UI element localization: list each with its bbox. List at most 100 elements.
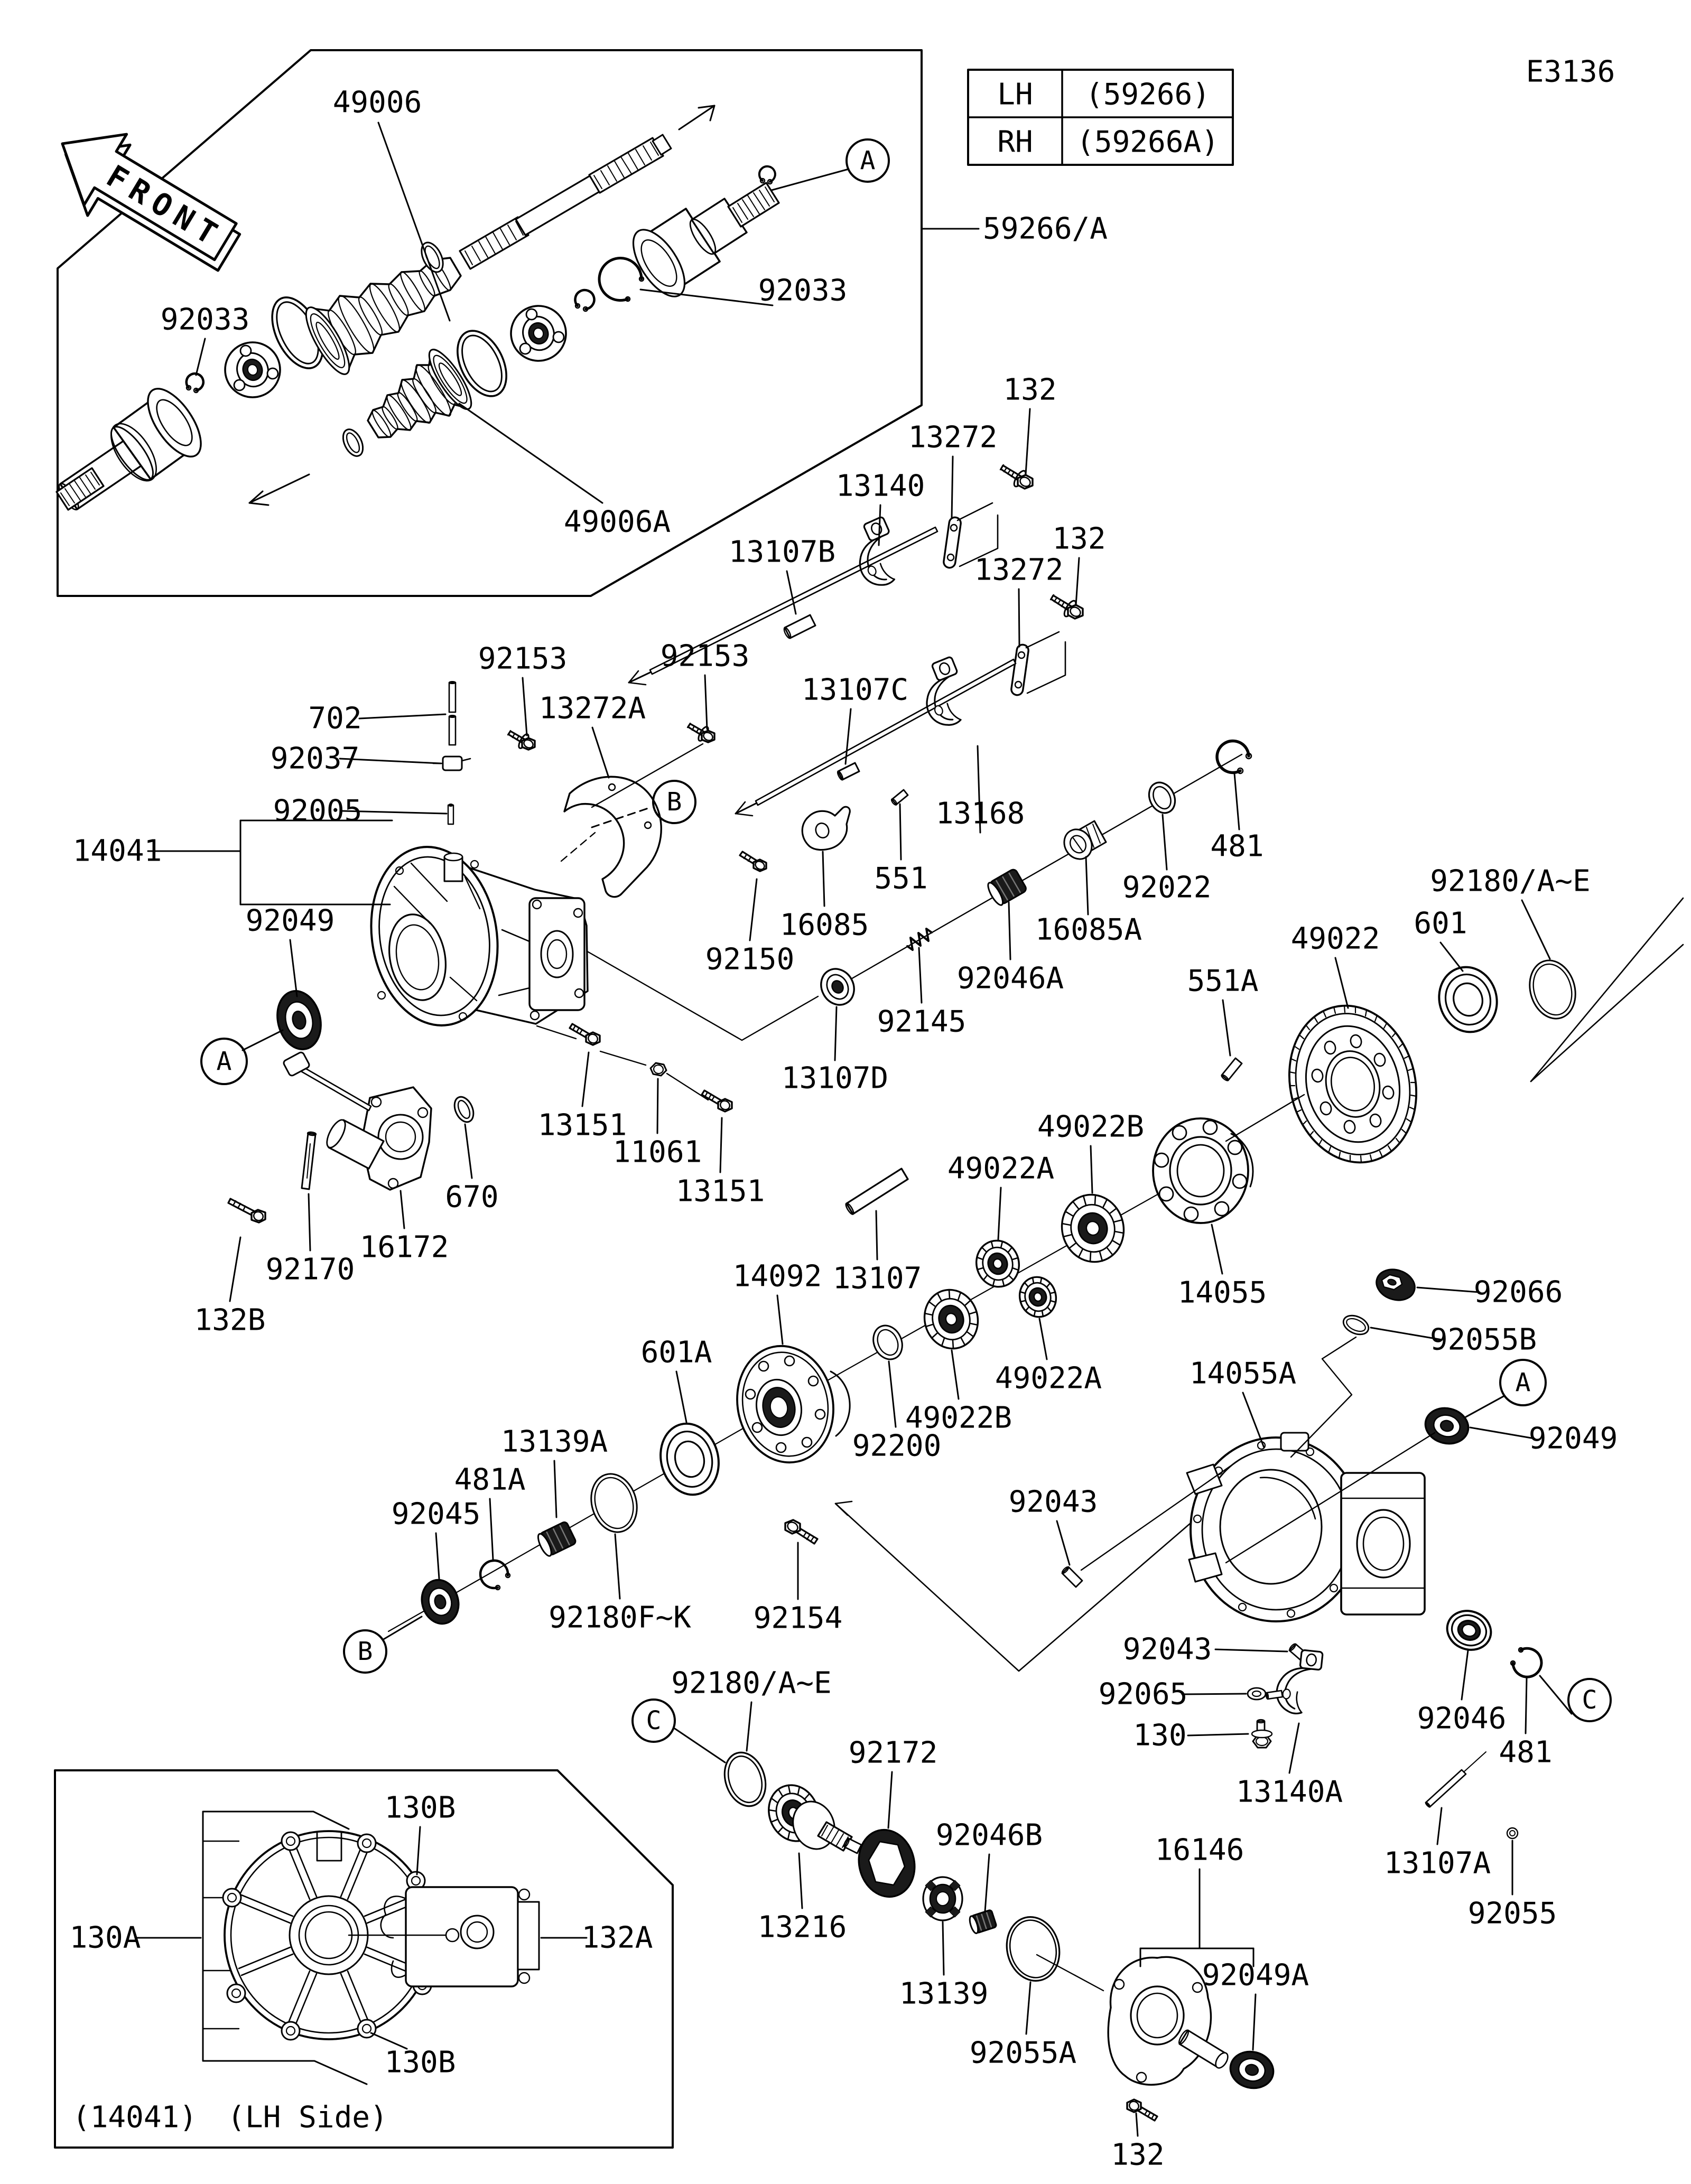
part-label-49022a: 49022A [995,1361,1102,1396]
ref-circle-letter-a: A [217,1047,232,1076]
part-label-92172: 92172 [849,1736,938,1770]
part-label-92043: 92043 [1009,1485,1098,1519]
part-label-92066: 92066 [1474,1275,1563,1310]
part-label-16085a: 16085A [1035,913,1142,947]
part-label-14055a: 14055A [1190,1357,1296,1391]
part-label-92005: 92005 [273,794,363,828]
shift-linkage [584,464,1252,1081]
part-label-13107a: 13107A [1384,1846,1491,1881]
part-label-13107: 13107 [833,1262,922,1296]
part-label-92045: 92045 [392,1497,481,1532]
part-label-130: 130 [1133,1719,1186,1753]
part-labels-layer: 49006920339203349006A13107B1314013272132… [70,86,1618,2172]
ref-circle-b [652,780,696,824]
part-label-92055: 92055 [1468,1897,1557,1931]
part-label-49022: 49022 [1291,922,1380,956]
ref-circle-a [1499,1359,1547,1406]
part-label-92153: 92153 [661,639,750,674]
part-label-130b: 130B [385,1791,456,1825]
part-label-92153: 92153 [478,642,568,676]
ref-circle-letter-a: A [1516,1368,1531,1397]
drawing-code: E3136 [1526,55,1615,89]
part-label-11061: 11061 [613,1135,702,1170]
part-label-92055a: 92055A [970,2036,1076,2070]
part-label-13151: 13151 [538,1108,627,1143]
part-label-13139: 13139 [899,1977,989,2011]
rear-housing-14055A [1061,1268,1543,1840]
actuator-16172 [227,1023,733,1224]
part-label-481: 481 [1210,829,1263,864]
ref-circle-a [846,138,890,183]
part-label-92046a: 92046A [957,962,1064,996]
part-label-132a: 132A [582,1921,653,1955]
part-label-13107d: 13107D [782,1061,888,1096]
ring-gear-cluster [387,897,1684,1632]
part-label-132: 132 [1111,2138,1164,2172]
part-label-16146: 16146 [1155,1833,1244,1868]
part-label-49022b: 49022B [905,1401,1012,1435]
lh-side-inset [54,1769,674,2149]
leader-lines [135,122,1573,2137]
part-label-13272a: 13272A [539,692,646,726]
output-hub-cluster [421,1345,1233,1672]
part-label-13107b: 13107B [729,535,835,570]
inset-caption-note: (LH Side) [227,2101,387,2135]
part-label-92180ae: 92180/A~E [1430,864,1590,899]
part-label-13140a: 13140A [1236,1775,1343,1809]
part-label-49022a: 49022A [947,1152,1054,1186]
part-label-14055: 14055 [1178,1276,1267,1310]
ref-circle-letter-a: A [860,146,876,175]
part-label-92046: 92046 [1417,1702,1507,1736]
part-label-92150: 92150 [705,942,795,977]
part-label-92046b: 92046B [936,1818,1043,1853]
part-label-13107c: 13107C [802,673,908,707]
part-label-92033: 92033 [161,303,250,337]
drive-shaft-inset-box [57,49,923,597]
part-label-49006a: 49006A [564,505,671,539]
part-label-551: 551 [874,862,927,896]
part-label-14041: 14041 [73,834,162,869]
ref-circle-letter-c: C [646,1706,662,1735]
inset-caption-part: (14041) [72,2101,197,2135]
part-label-92145: 92145 [877,1005,967,1039]
ref-circle-b [343,1629,387,1674]
part-label-49022b: 49022B [1037,1110,1144,1144]
part-label-92049: 92049 [1529,1422,1618,1456]
part-label-132: 132 [1003,373,1056,407]
drive-shaft-assembly [55,105,780,511]
part-label-92055b: 92055B [1430,1323,1537,1357]
part-label-670: 670 [445,1180,498,1215]
part-label-92154: 92154 [754,1601,843,1636]
part-label-132b: 132B [194,1303,266,1338]
part-label-92033: 92033 [758,274,848,308]
ref-circle-c [631,1698,676,1743]
part-label-130b: 130B [385,2046,456,2080]
housing-14041 [370,680,589,1026]
part-label-481a: 481A [454,1463,526,1497]
part-label-130a: 130A [70,1921,141,1955]
table-cell-rh: RH [997,125,1033,160]
guard-plate [507,722,716,898]
part-label-601a: 601A [641,1336,712,1370]
part-label-92180fk: 92180F~K [549,1601,691,1635]
part-label-13168: 13168 [936,797,1025,831]
ref-circle-letter-b: B [667,787,682,817]
part-label-481: 481 [1499,1735,1552,1770]
part-label-14092: 14092 [733,1259,822,1294]
part-label-13140: 13140 [836,469,925,503]
part-label-16172: 16172 [360,1230,449,1265]
part-label-92065: 92065 [1099,1677,1188,1712]
ref-circle-letter-b: B [358,1637,373,1666]
part-label-551a: 551A [1187,964,1259,998]
table-cell-lh: LH [997,78,1033,112]
variant-table: LH(59266)RH(59266A) [967,69,1234,166]
part-label-92022: 92022 [1122,871,1212,905]
part-label-16085: 16085 [780,908,869,942]
part-label-132: 132 [1052,522,1105,556]
seal-92049-left [276,990,322,1050]
part-label-92037: 92037 [271,742,360,776]
part-label-92180ae: 92180/A~E [671,1666,831,1701]
